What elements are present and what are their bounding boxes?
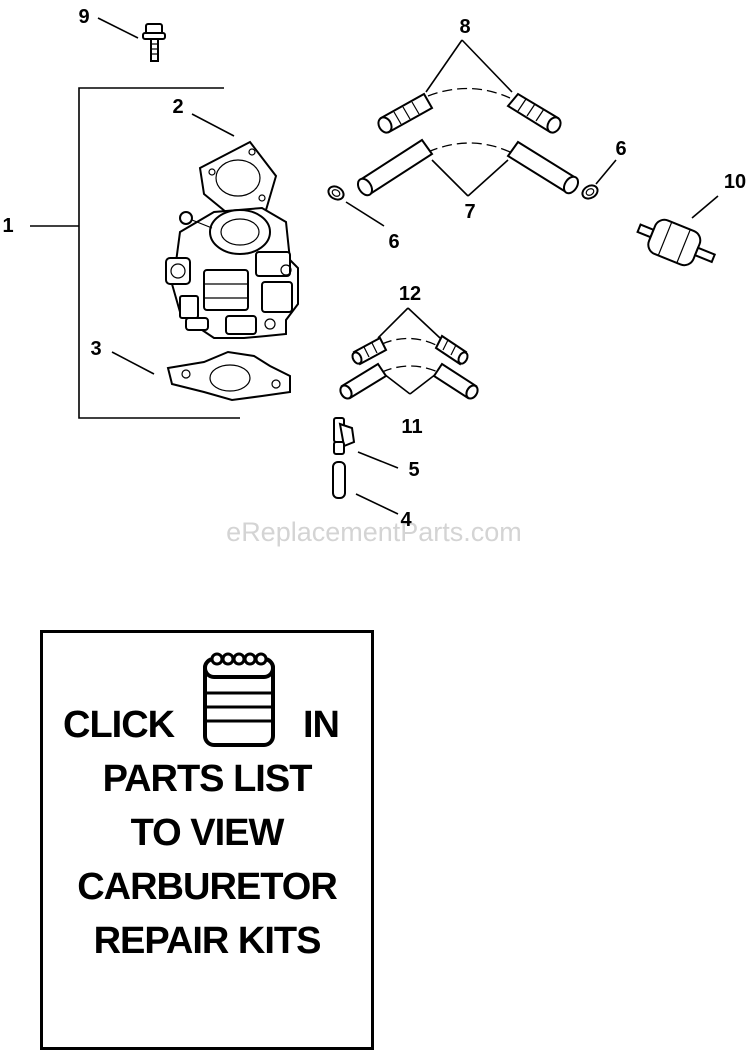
upper-gasket[interactable] [198,140,278,214]
small-hose-left[interactable] [351,336,388,366]
leader-line-11a [383,373,411,395]
leader-line-7a [431,159,469,197]
assembly-bracket [78,87,240,419]
leader-line-9 [97,17,139,39]
callout-12[interactable]: 12 [399,283,421,305]
notice-word-in: IN [303,704,340,746]
leader-line-2 [191,113,235,137]
watermark: eReplacementParts.com [226,517,522,547]
leader-line-6-left [345,201,385,227]
notice-line-to-view: TO VIEW [130,812,285,854]
upper-hose-left[interactable] [376,92,434,135]
callout-4[interactable]: 4 [400,509,412,531]
leader-line-3 [111,351,155,375]
callout-8[interactable]: 8 [459,16,470,38]
repair-kits-notice[interactable]: CLICK IN PARTS LIST TO VIEW CARBURETOR R… [40,630,374,1050]
leader-line-5 [357,451,399,469]
hose-dashed-path-8 [427,87,511,99]
notice-line-repair-kits: REPAIR KITS [93,920,322,962]
leader-line-7b [467,159,509,197]
leader-line-8a [425,39,463,93]
hose-dashed-path-11 [381,365,439,373]
leader-line-10 [691,195,719,219]
notice-line-parts-list: PARTS LIST [102,758,313,800]
fitting-part[interactable] [333,417,356,455]
hose-clamp-right[interactable] [580,183,600,201]
leader-line-4 [355,493,399,515]
callout-6-right[interactable]: 6 [615,138,626,160]
hose-dashed-path-7 [427,142,511,153]
callout-6-left[interactable]: 6 [388,231,399,253]
bolt-part[interactable] [142,23,166,62]
carburetor-part[interactable] [165,206,299,339]
callout-1[interactable]: 1 [2,215,13,237]
hose-dashed-path-12 [381,337,439,347]
leader-line-6-right [595,159,617,185]
callout-3[interactable]: 3 [90,338,101,360]
callout-9[interactable]: 9 [78,6,89,28]
upper-hose-right[interactable] [506,92,563,135]
leader-line-12a [377,307,409,339]
callout-11[interactable]: 11 [401,416,422,438]
fuel-line-left[interactable] [355,138,434,198]
notice-word-click: CLICK [63,704,175,746]
notice-line-carburetor: CARBURETOR [77,866,338,908]
callout-2[interactable]: 2 [172,96,183,118]
leader-line-11b [409,373,437,395]
hose-clamp-left[interactable] [326,184,346,202]
small-line-left[interactable] [338,362,388,401]
leader-line-8b [461,39,513,93]
callout-10[interactable]: 10 [724,171,746,193]
small-line-right[interactable] [432,362,480,401]
notepad-icon[interactable] [201,645,277,749]
lower-gasket[interactable] [166,350,291,402]
fuel-line-right[interactable] [506,140,581,196]
small-hose-right[interactable] [434,334,469,366]
pin-part[interactable] [332,461,346,499]
callout-5[interactable]: 5 [408,459,419,481]
fuel-filter-part[interactable] [632,212,720,275]
callout-7[interactable]: 7 [464,201,475,223]
leader-line-12b [407,307,441,339]
